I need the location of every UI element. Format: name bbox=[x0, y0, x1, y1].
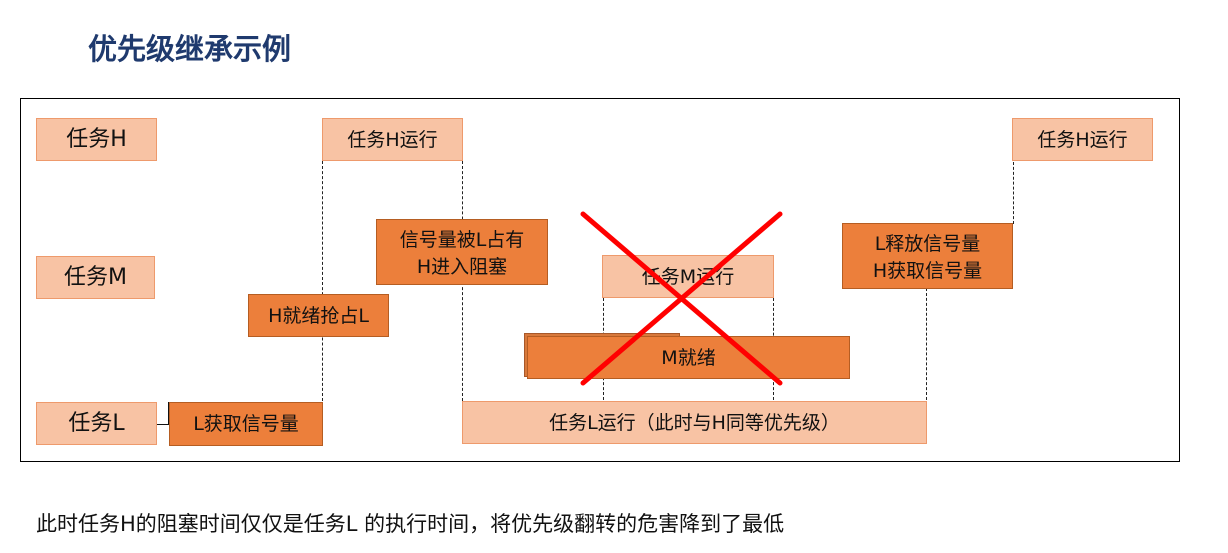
event-task-h-running-2: 任务H运行 bbox=[1012, 118, 1153, 161]
dashed-guide-h-resume bbox=[1013, 162, 1014, 224]
event-l-acquire: L获取信号量 bbox=[169, 402, 323, 446]
caption: 此时任务H的阻塞时间仅仅是任务L 的执行时间，将优先级翻转的危害降到了最低 bbox=[36, 512, 785, 536]
event-h-ready-preempt: H就绪抢占L bbox=[248, 294, 389, 337]
step-connector-l-rise bbox=[168, 402, 169, 424]
dashed-guide-l-end bbox=[926, 288, 927, 400]
event-m-ready: M就绪 bbox=[527, 336, 850, 379]
row-label-task-l: 任务L bbox=[36, 402, 157, 445]
event-l-release-line2: H获取信号量 bbox=[872, 260, 983, 282]
dashed-guide-h-start bbox=[322, 161, 323, 401]
page-title: 优先级继承示例 bbox=[88, 32, 292, 66]
timeline-frame bbox=[20, 98, 1180, 462]
event-sem-taken-line2: H进入阻塞 bbox=[416, 256, 508, 278]
cross-stroke-2 bbox=[580, 211, 783, 386]
row-label-task-m: 任务M bbox=[36, 256, 155, 299]
event-task-h-running-1: 任务H运行 bbox=[322, 118, 463, 161]
event-task-l-running: 任务L运行（此时与H同等优先级） bbox=[462, 401, 927, 444]
row-label-task-h: 任务H bbox=[36, 118, 157, 161]
event-sem-taken-line1: 信号量被L占有 bbox=[399, 229, 525, 251]
event-sem-taken: 信号量被L占有 H进入阻塞 bbox=[376, 219, 548, 285]
event-l-release-line1: L释放信号量 bbox=[874, 233, 981, 255]
step-connector-l bbox=[157, 424, 169, 425]
event-l-release: L释放信号量 H获取信号量 bbox=[842, 223, 1013, 289]
